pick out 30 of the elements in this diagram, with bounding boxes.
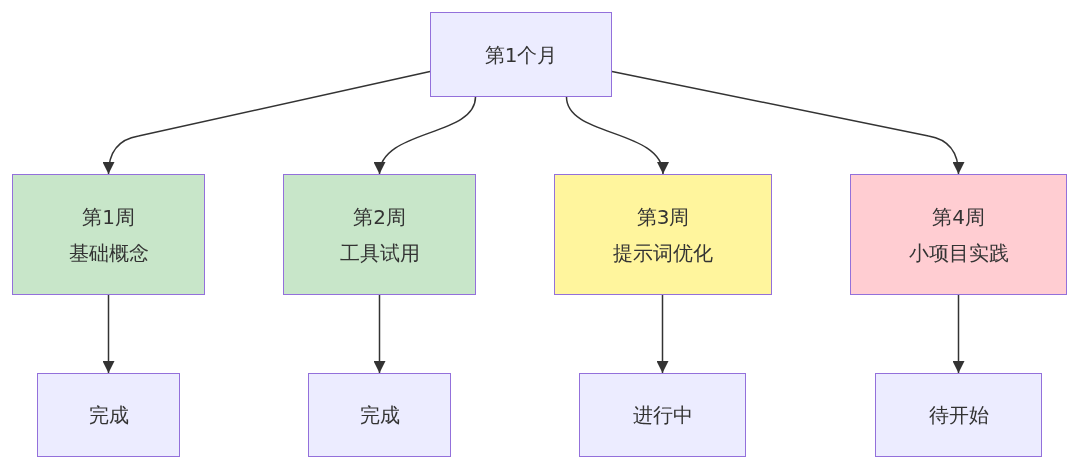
- box-heading: 第3周: [636, 203, 690, 231]
- arrow: [375, 96, 477, 175]
- box-label: 工具试用: [339, 239, 420, 267]
- box-label: 完成: [359, 402, 400, 429]
- arrow: [102, 294, 115, 374]
- arrow: [103, 70, 431, 175]
- arrow: [952, 294, 965, 374]
- week-box: [12, 174, 205, 295]
- status-box: [37, 373, 180, 457]
- week-box: [283, 174, 476, 295]
- box-heading: 第4周: [932, 203, 985, 231]
- box-label: 提示词优化: [613, 239, 713, 267]
- box-label: 待开始: [928, 402, 989, 429]
- month-box: [430, 12, 612, 97]
- arrow: [373, 294, 386, 374]
- status-box: [579, 373, 746, 457]
- status-box: [875, 373, 1042, 457]
- week-box: [850, 174, 1067, 295]
- box-label: 进行中: [632, 402, 693, 429]
- box-label: 小项目实践: [908, 239, 1009, 267]
- box-label: 第1个月: [484, 41, 558, 69]
- box-label: 基础概念: [68, 239, 149, 267]
- arrow: [611, 70, 964, 175]
- arrow: [565, 96, 667, 175]
- box-heading: 第1周: [82, 203, 135, 231]
- box-heading: 第2周: [353, 203, 406, 231]
- box-label: 完成: [88, 402, 129, 429]
- status-box: [308, 373, 451, 457]
- week-box: [554, 174, 772, 295]
- arrow: [656, 294, 669, 374]
